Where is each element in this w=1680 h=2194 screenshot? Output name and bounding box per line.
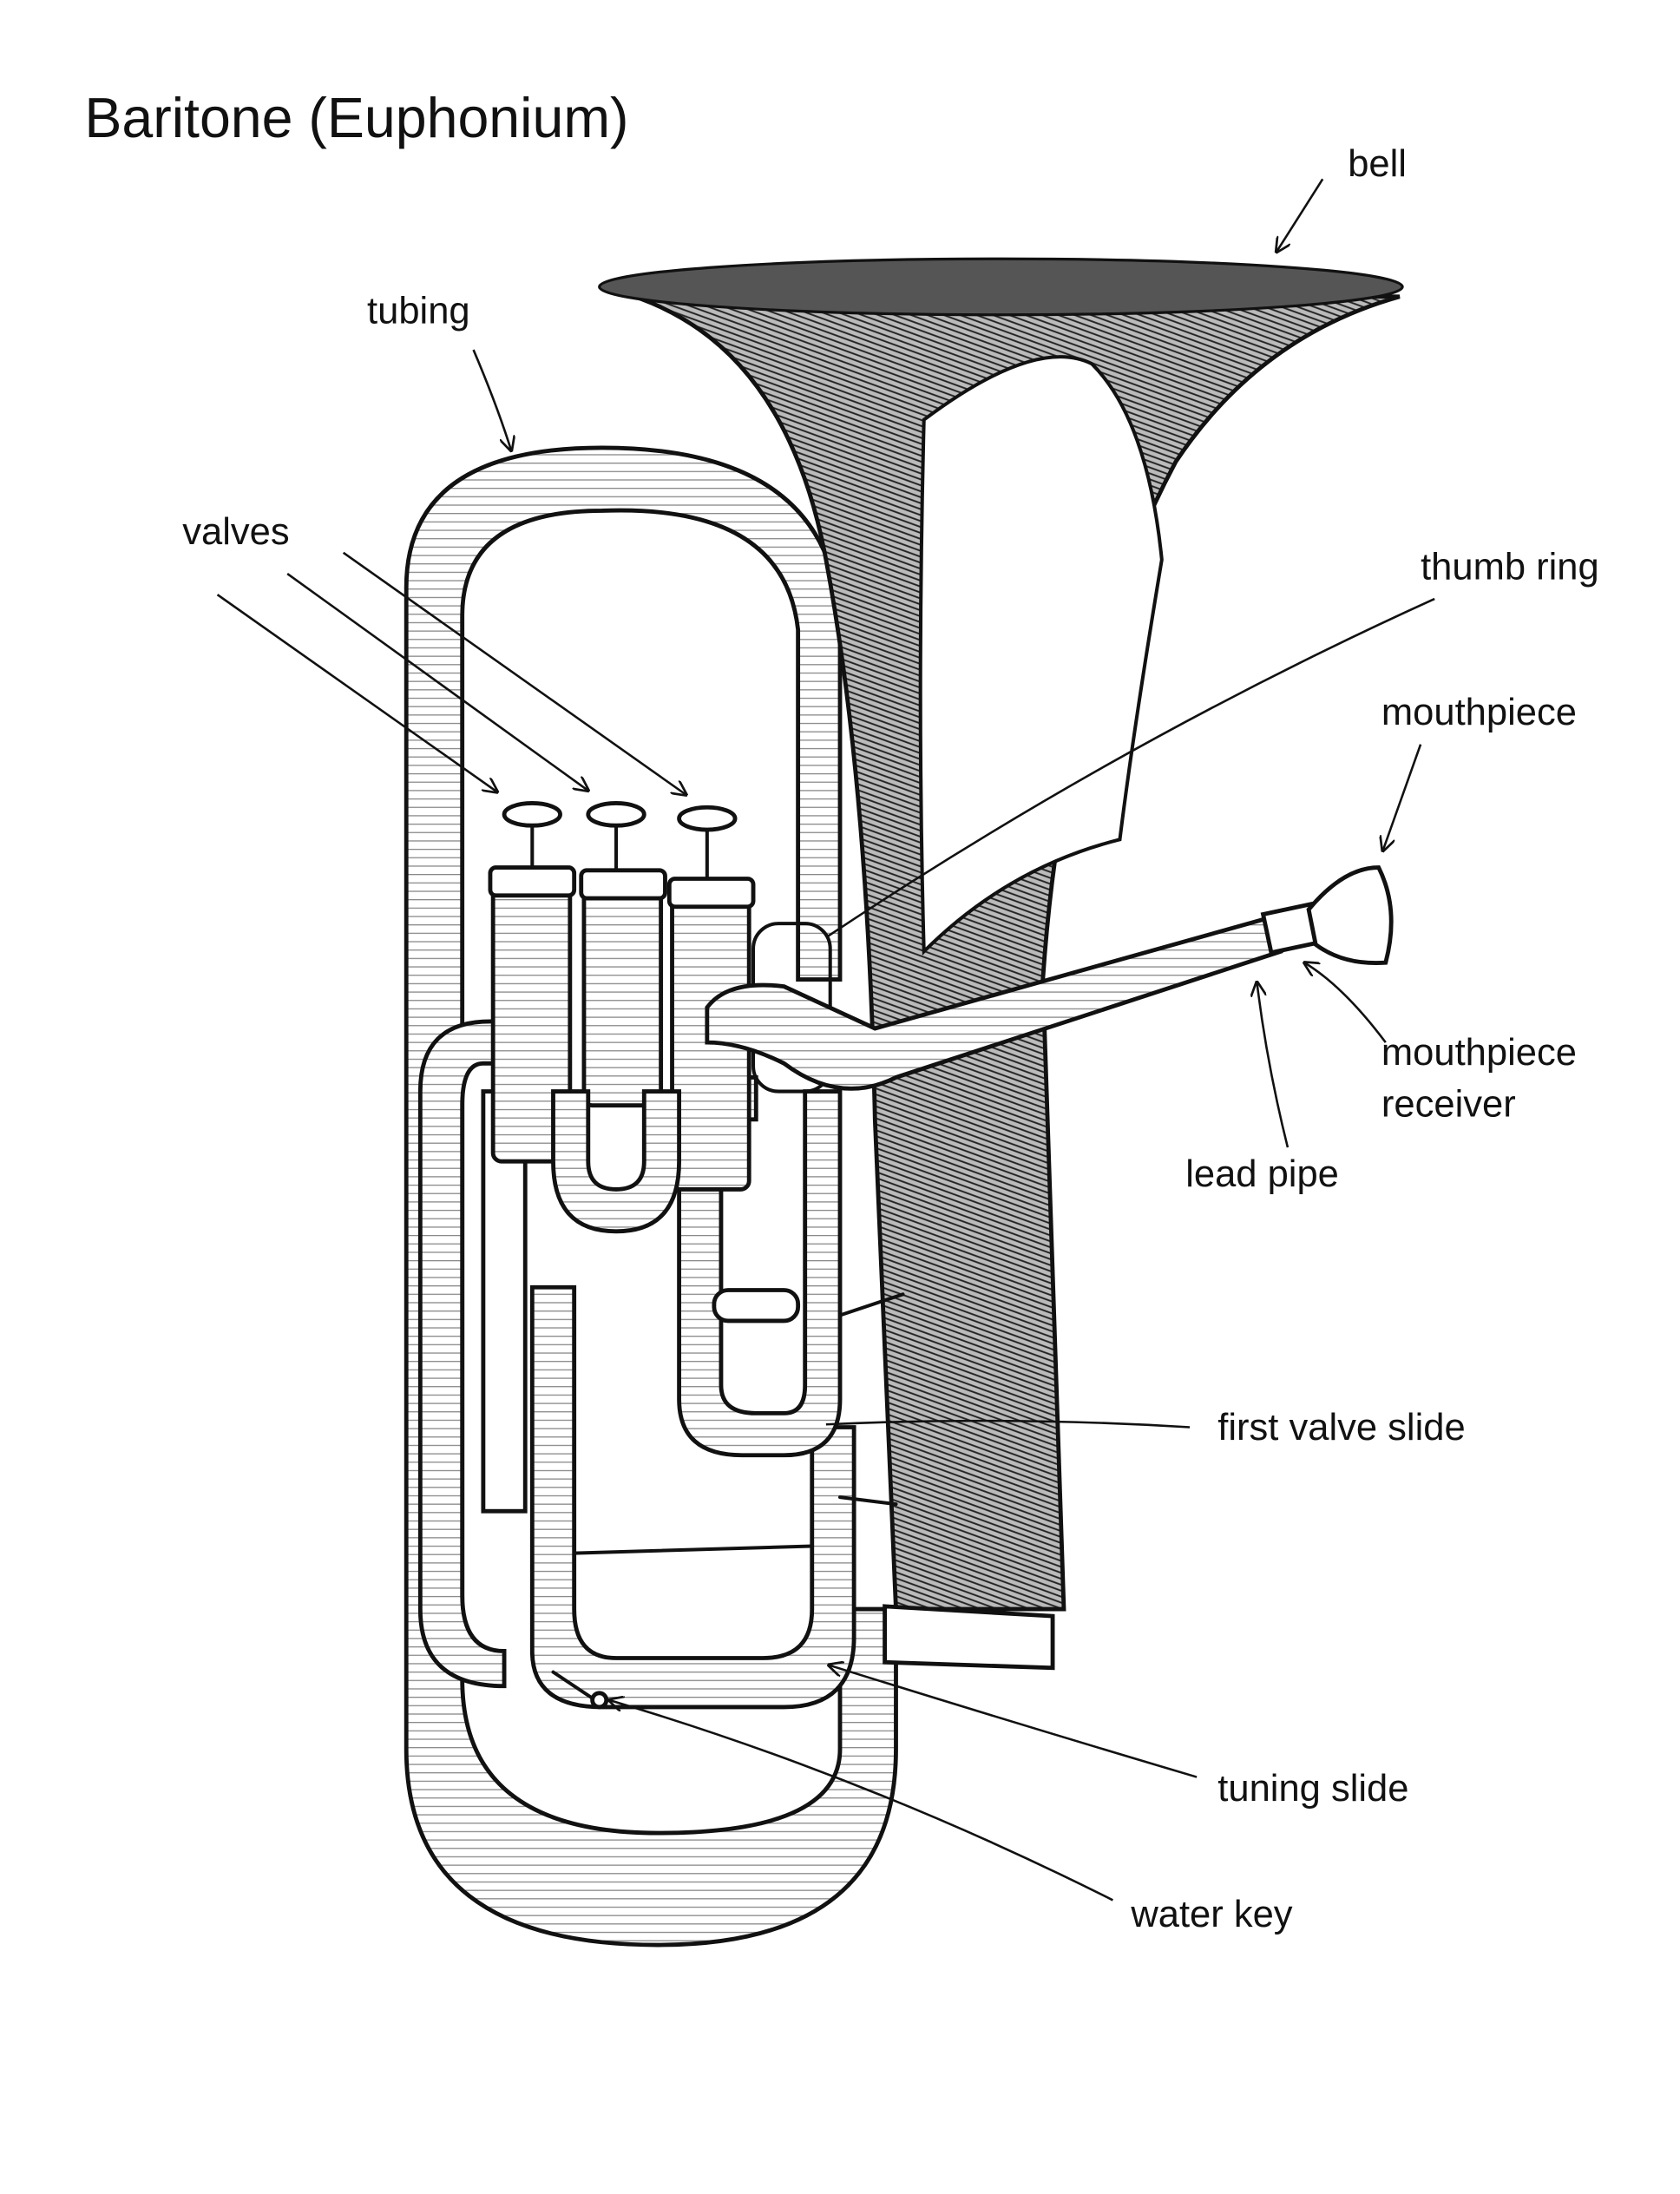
bell-rim — [598, 257, 1404, 317]
label-tuning-slide: tuning slide — [1217, 1768, 1408, 1810]
third-valve-slide — [417, 1019, 521, 1689]
label-bell: bell — [1348, 143, 1407, 185]
euphonium-illustration — [404, 257, 1404, 1948]
valve-casings — [488, 801, 756, 1234]
label-first-valve-slide: first valve slide — [1217, 1407, 1465, 1448]
mouthpiece-shape — [1306, 865, 1394, 966]
diagram-title: Baritone (Euphonium) — [84, 87, 628, 149]
lead-pipe-shape — [705, 913, 1283, 1091]
water-key-shape — [551, 1670, 597, 1702]
bell-band — [883, 1604, 1055, 1671]
label-valves: valves — [182, 511, 289, 553]
label-lead-pipe: lead pipe — [1185, 1153, 1339, 1195]
label-mouthpiece-receiver-2: receiver — [1381, 1084, 1516, 1126]
tuning-slide-loop — [529, 1284, 856, 1710]
leader-lines — [216, 178, 1435, 1902]
label-mouthpiece: mouthpiece — [1381, 692, 1577, 733]
label-tubing: tubing — [367, 290, 470, 332]
label-mouthpiece-receiver-1: mouthpiece — [1381, 1032, 1577, 1074]
label-thumb-ring: thumb ring — [1421, 546, 1599, 588]
label-water-key: water key — [1130, 1894, 1292, 1935]
